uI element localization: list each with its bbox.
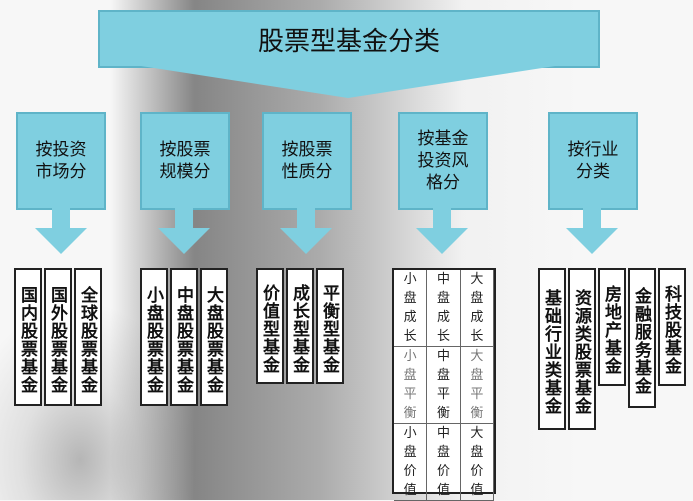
category-industry-box: 按行业分类: [548, 112, 638, 210]
style-cell: 小盘平衡: [394, 347, 428, 424]
style-cell: 大盘平衡: [460, 347, 494, 424]
category-label-line: 按股票: [281, 140, 333, 160]
category-label-line: 按行业: [567, 140, 619, 160]
fund-box: 全球股票基金: [74, 268, 102, 406]
style-cell: 大盘价值: [460, 424, 494, 501]
style-cell: 中盘平衡: [427, 347, 461, 424]
fund-box: 大盘股票基金: [200, 268, 228, 406]
style-cell: 中盘成长: [427, 270, 461, 347]
category-label-line: 按股票: [159, 140, 211, 160]
category-label-line: 性质分: [281, 162, 333, 182]
fund-box: 中盘股票基金: [170, 268, 198, 406]
category-label-line: 按基金: [417, 129, 469, 149]
category-label-line: 规模分: [159, 162, 211, 182]
category-label-line: 格分: [426, 173, 460, 193]
category-size-box: 按股票规模分: [140, 112, 230, 210]
style-cell: 中盘价值: [427, 424, 461, 501]
fund-group-nature: 价值型基金 成长型基金 平衡型基金: [256, 268, 346, 384]
style-cell: 小盘价值: [394, 424, 428, 501]
fund-box: 价值型基金: [256, 268, 284, 384]
diagram-title: 股票型基金分类: [98, 10, 600, 68]
fund-box: 小盘股票基金: [140, 268, 168, 406]
fund-box: 金融服务基金: [628, 268, 656, 408]
category-nature-box: 按股票性质分: [262, 112, 352, 210]
category-label-line: 市场分: [35, 162, 87, 182]
fund-box: 国外股票基金: [44, 268, 72, 406]
fund-box: 房地产基金: [598, 268, 626, 386]
style-cell: 小盘成长: [394, 270, 428, 347]
category-label-line: 按投资: [35, 140, 87, 160]
fund-box: 资源类股票基金: [568, 268, 596, 430]
fund-box: 成长型基金: [286, 268, 314, 384]
fund-group-size: 小盘股票基金 中盘股票基金 大盘股票基金: [140, 268, 230, 406]
category-market-box: 按投资市场分: [16, 112, 106, 210]
fund-box: 基础行业类基金: [538, 268, 566, 430]
fund-box: 平衡型基金: [316, 268, 344, 384]
fund-box: 国内股票基金: [14, 268, 42, 406]
fund-box: 科技股基金: [658, 268, 686, 386]
title-down-arrow: [128, 64, 568, 98]
style-cell: 大盘成长: [460, 270, 494, 347]
fund-group-industry: 基础行业类基金 资源类股票基金 房地产基金 金融服务基金 科技股基金: [538, 268, 688, 430]
category-style-box: 按基金投资风格分: [398, 112, 488, 210]
style-grid: 小盘成长 中盘成长 大盘成长 小盘平衡 中盘平衡 大盘平衡 小盘价值 中盘价值 …: [392, 268, 496, 501]
category-label-line: 分类: [576, 162, 610, 182]
category-label-line: 投资风: [417, 151, 469, 171]
fund-group-market: 国内股票基金 国外股票基金 全球股票基金: [14, 268, 104, 406]
